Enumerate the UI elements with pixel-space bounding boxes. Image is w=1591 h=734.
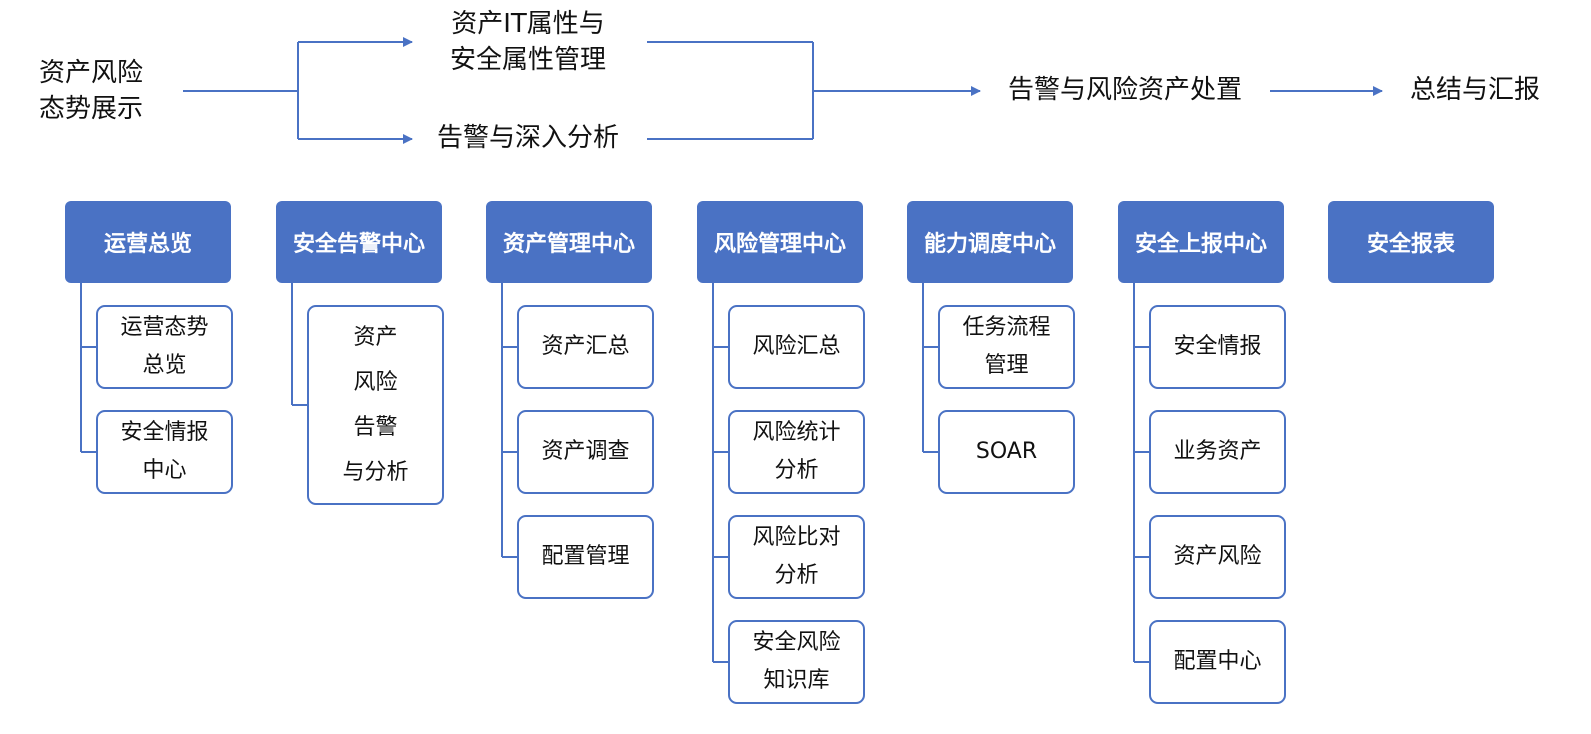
child-text-line: 管理	[984, 353, 1029, 378]
module-header-security-report[interactable]: 安全报表	[1328, 201, 1494, 283]
module-header-capability-center[interactable]: 能力调度中心	[907, 201, 1073, 283]
flow-end-label: 总结与汇报	[1395, 72, 1555, 108]
flow-upper-line-2: 安全属性管理	[449, 45, 606, 75]
child-text-line: SOAR	[975, 439, 1038, 464]
child-text-line: 安全情报	[120, 420, 209, 445]
module-header-asset-center[interactable]: 资产管理中心	[486, 201, 652, 283]
child-text-line: 总览	[142, 353, 187, 378]
module-header-ops-overview[interactable]: 运营总览	[65, 201, 231, 283]
risk-child-statistics[interactable]: 风险统计 分析	[728, 410, 865, 494]
child-text-line: 风险统计	[752, 420, 841, 445]
child-text-line: 分析	[774, 458, 819, 483]
capability-child-workflow[interactable]: 任务流程 管理	[938, 305, 1075, 389]
asset-child-investigation[interactable]: 资产调查	[517, 410, 654, 494]
child-text-line: 分析	[774, 563, 819, 588]
child-text-line: 资产	[353, 325, 398, 350]
child-text-line: 风险	[353, 370, 398, 395]
capability-child-soar[interactable]: SOAR	[938, 410, 1075, 494]
child-text-line: 任务流程	[962, 315, 1051, 340]
child-text-line: 知识库	[763, 668, 830, 693]
flow-start-line-1: 资产风险	[38, 58, 143, 88]
flow-start-label: 资产风险 态势展示	[30, 55, 152, 127]
child-text-line: 资产调查	[541, 439, 630, 464]
child-text-line: 风险汇总	[752, 334, 841, 359]
module-header-alert-center[interactable]: 安全告警中心	[276, 201, 442, 283]
flow-end-line-1: 总结与汇报	[1409, 75, 1540, 105]
child-text-line: 安全风险	[752, 630, 841, 655]
alert-child-asset-risk-analysis[interactable]: 资产 风险 告警 与分析	[307, 305, 444, 505]
child-text-line: 告警	[353, 415, 398, 440]
flow-upper-line-1: 资产IT属性与	[451, 9, 605, 39]
flow-upper-label: 资产IT属性与 安全属性管理	[428, 6, 628, 78]
child-text-line: 运营态势	[120, 315, 209, 340]
child-text-line: 风险比对	[752, 525, 841, 550]
flow-middle-label: 告警与风险资产处置	[985, 72, 1265, 108]
report-child-intel[interactable]: 安全情报	[1149, 305, 1286, 389]
child-text-line: 业务资产	[1173, 439, 1262, 464]
child-text-line: 资产汇总	[541, 334, 630, 359]
flow-middle-line-1: 告警与风险资产处置	[1007, 75, 1242, 105]
flow-lower-line-1: 告警与深入分析	[436, 123, 619, 153]
child-text-line: 与分析	[342, 460, 409, 485]
child-text-line: 中心	[142, 458, 187, 483]
flow-start-line-2: 态势展示	[38, 94, 143, 124]
child-text-line: 安全情报	[1173, 334, 1262, 359]
risk-child-comparison[interactable]: 风险比对 分析	[728, 515, 865, 599]
report-child-business-assets[interactable]: 业务资产	[1149, 410, 1286, 494]
flow-lower-label: 告警与深入分析	[418, 120, 638, 156]
module-header-report-center[interactable]: 安全上报中心	[1118, 201, 1284, 283]
module-header-risk-center[interactable]: 风险管理中心	[697, 201, 863, 283]
asset-child-summary[interactable]: 资产汇总	[517, 305, 654, 389]
risk-child-knowledge-base[interactable]: 安全风险 知识库	[728, 620, 865, 704]
ops-child-intel-center[interactable]: 安全情报 中心	[96, 410, 233, 494]
report-child-config-center[interactable]: 配置中心	[1149, 620, 1286, 704]
child-text-line: 配置管理	[541, 544, 630, 569]
risk-child-summary[interactable]: 风险汇总	[728, 305, 865, 389]
child-text-line: 资产风险	[1173, 544, 1262, 569]
report-child-asset-risk[interactable]: 资产风险	[1149, 515, 1286, 599]
child-text-line: 配置中心	[1173, 649, 1262, 674]
ops-child-situation-overview[interactable]: 运营态势 总览	[96, 305, 233, 389]
asset-child-config[interactable]: 配置管理	[517, 515, 654, 599]
